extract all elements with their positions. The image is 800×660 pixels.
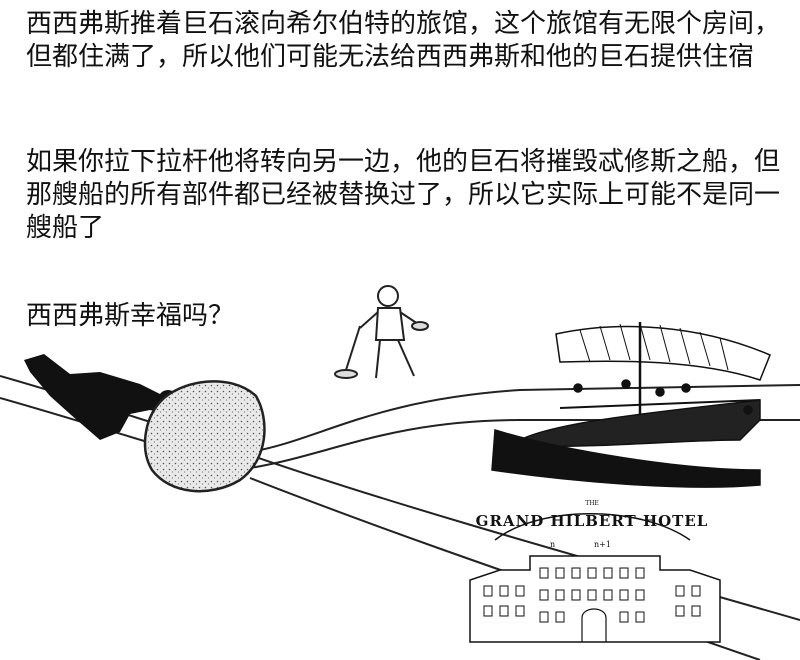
lever-man-torso [374, 307, 406, 341]
grand-hilbert-hotel: THE GRAND HILBERT HOTEL n n+1 [469, 500, 721, 643]
caption-question: 西西弗斯幸福吗？ [26, 301, 235, 331]
ship-of-theseus [491, 322, 771, 488]
lever-man-arm [359, 311, 379, 329]
hotel-windows [483, 567, 701, 623]
caption-paragraph-hilbert-hotel: 西西弗斯推着巨石滚向希尔伯特的旅馆，这个旅馆有无限个房间，但都住满了，所以他们可… [26, 9, 781, 72]
boulder [143, 380, 266, 493]
lever-man-head [377, 285, 399, 307]
ship-hull [518, 399, 761, 448]
ship-sail-ribs [579, 323, 729, 371]
lever-stick [345, 325, 361, 371]
hotel-sign-small: THE [585, 500, 599, 507]
lever-handle [411, 321, 429, 331]
hotel-sign-arch [494, 513, 691, 541]
sisyphus-body [24, 354, 178, 440]
lever-man-figure [334, 285, 429, 379]
hotel-entrance [581, 608, 607, 642]
lever-base [334, 369, 358, 379]
hotel-room-n-label: n [550, 540, 555, 549]
caption-paragraph-ship-of-theseus: 如果你拉下拉杆他将转向另一边，他的巨石将摧毁忒修斯之船，但那艘船的所有部件都已经… [26, 147, 781, 243]
hotel-sign-name: GRAND HILBERT HOTEL [476, 512, 709, 530]
ship-rowers [573, 379, 753, 415]
hotel-building [469, 555, 721, 643]
lever-man-legs [375, 339, 415, 379]
hotel-room-n1-label: n+1 [594, 540, 611, 549]
ship-ground [491, 429, 761, 488]
ship-rail [559, 399, 761, 409]
ship-sail [555, 325, 771, 381]
